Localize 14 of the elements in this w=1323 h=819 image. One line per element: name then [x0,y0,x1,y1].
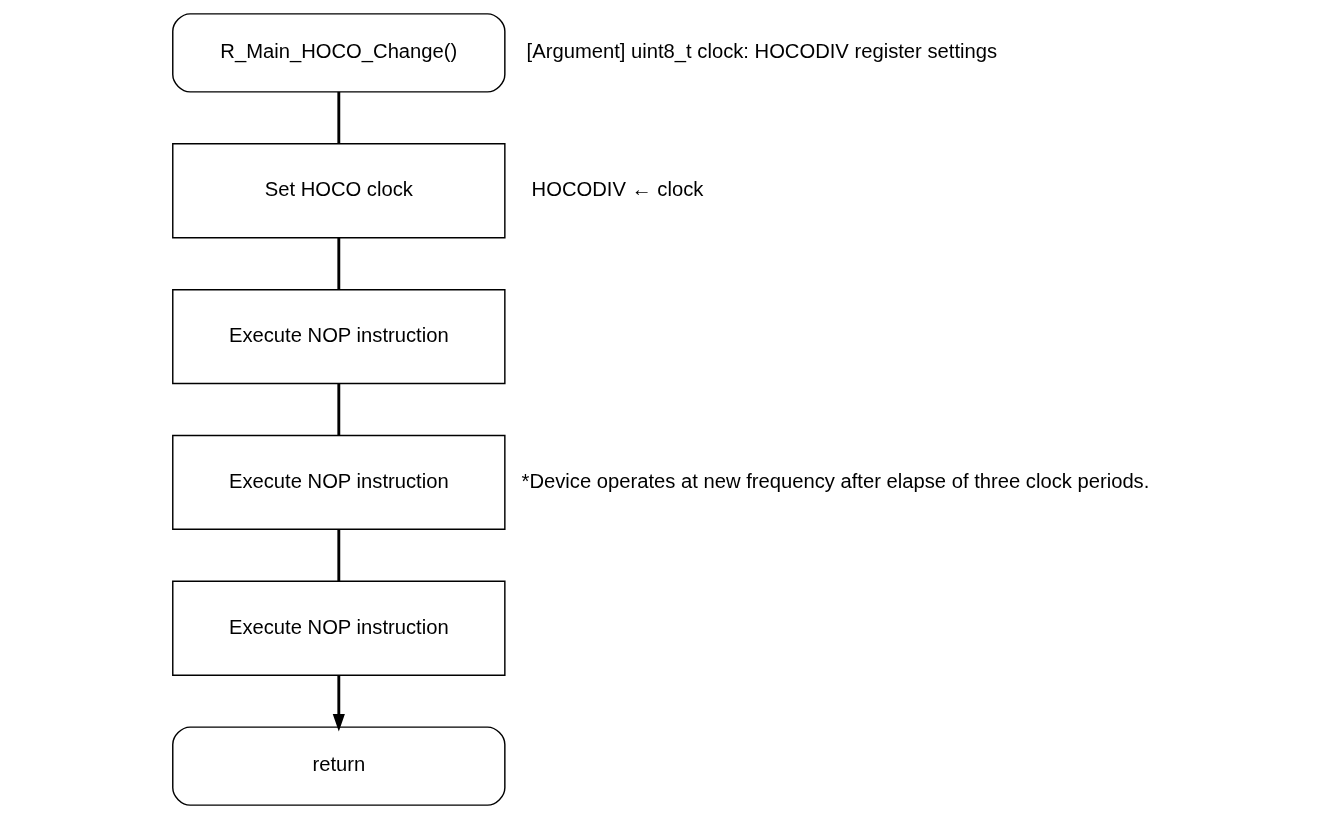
node-box: R_Main_HOCO_Change() [172,13,506,93]
connector [337,529,341,582]
node-label: HOCODIV ← clock [531,178,704,201]
connector [337,383,341,436]
label: *Device operates at new frequency after elapse of three clock periods. [521,469,1150,492]
node-box: Execute NOP instruction [172,434,506,531]
connector [337,91,341,144]
arrow [332,675,345,732]
node-box: return [172,726,506,806]
connector [337,237,341,290]
node-label: [Argument] uint8_t clock: HOCODIV register settings [526,40,998,63]
node-box: Execute NOP instruction [172,288,506,385]
node-box: Set HOCO clock [172,143,506,239]
node-box: Execute NOP instruction [172,580,506,676]
